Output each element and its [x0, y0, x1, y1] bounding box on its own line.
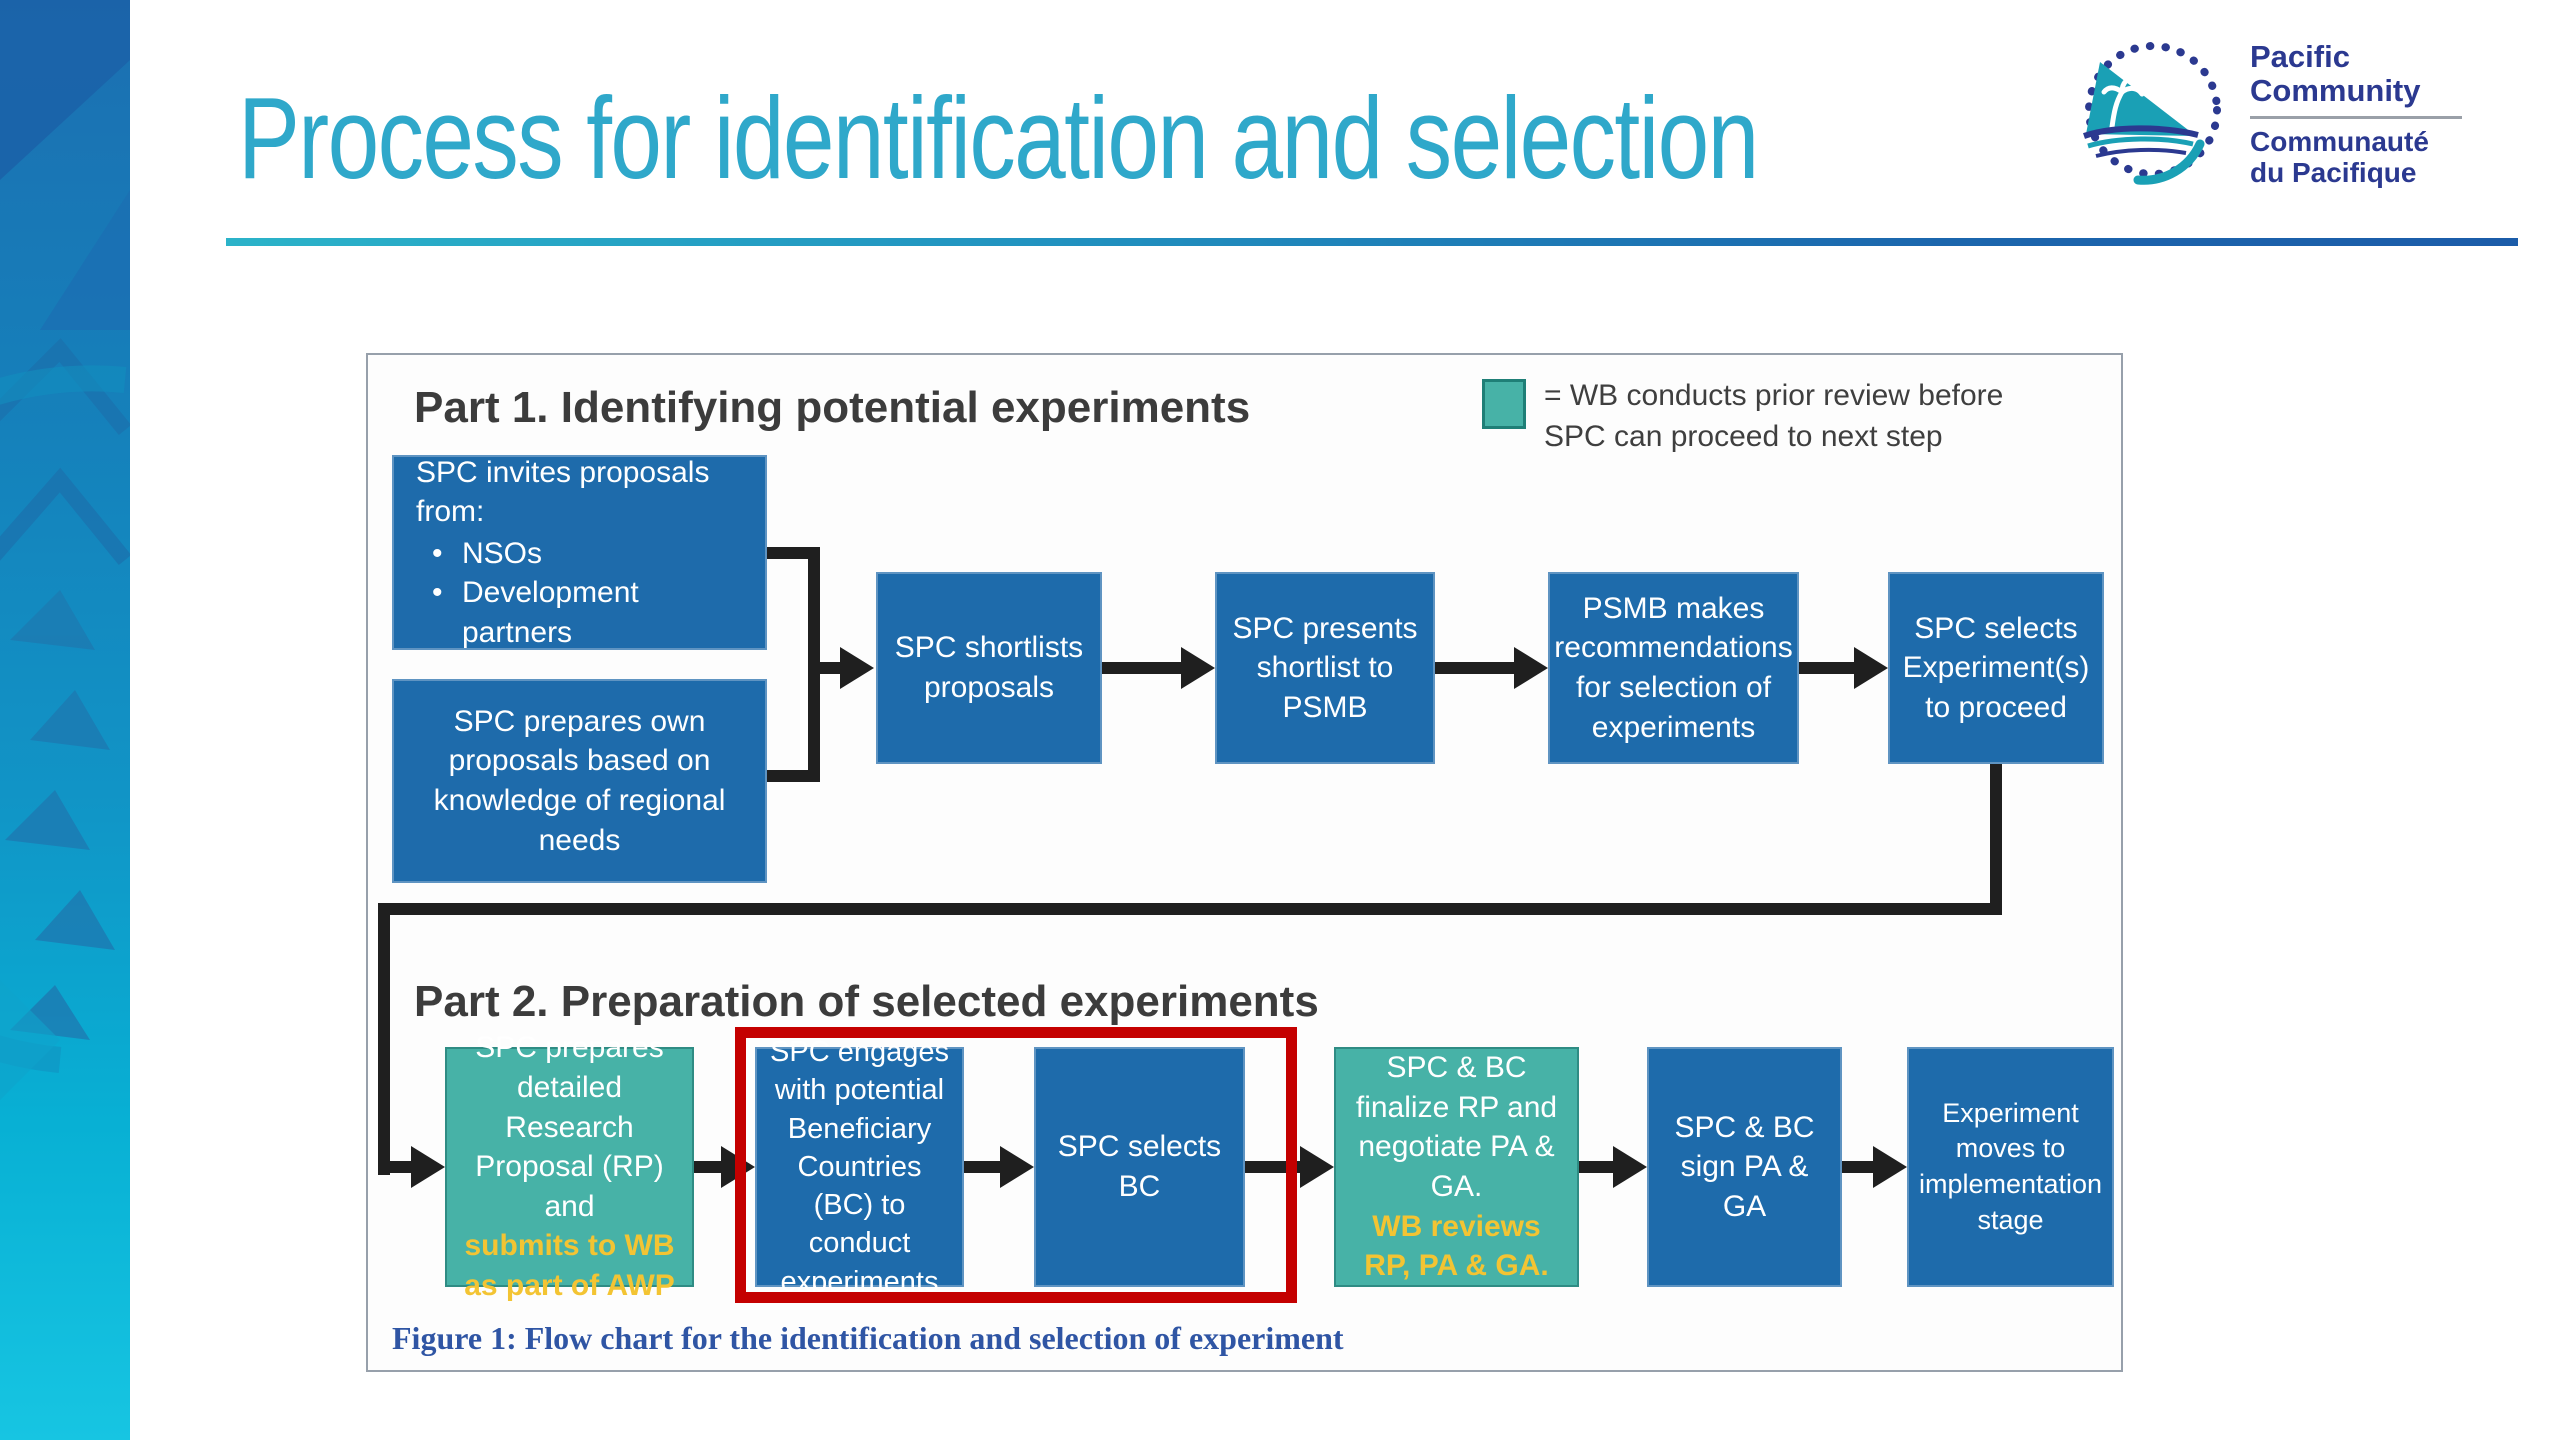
arrow-elbow-to-rp-head: [411, 1146, 445, 1188]
box-finalize-rp-text: SPC & BC finalize RP and negotiate PA & …: [1355, 1051, 1558, 1203]
box-spc-invites-intro: SPC invites proposals from:: [416, 455, 710, 529]
arrow-shortlists-to-presents-shaft: [1102, 662, 1181, 674]
arrow-presents-to-psmb-shaft: [1435, 662, 1514, 674]
box-spc-presents-shortlist: SPC presents shortlist to PSMB: [1215, 572, 1435, 764]
pacific-community-logo-icon: [2083, 42, 2221, 185]
arrow-sign-to-implementation-head: [1873, 1146, 1907, 1188]
connector-elbow-down: [1990, 764, 2002, 915]
logo-text-communaute: Communauté: [2250, 126, 2429, 157]
part1-heading: Part 1. Identifying potential experiment…: [414, 383, 1251, 432]
logo-wordmark: Pacific Community Communauté du Pacifiqu…: [2250, 40, 2462, 188]
logo-text-du-pacifique: du Pacifique: [2250, 157, 2417, 188]
arrow-shortlists-to-presents-head: [1181, 647, 1215, 689]
arrow-finalize-to-sign-head: [1613, 1146, 1647, 1188]
part2-heading: Part 2. Preparation of selected experime…: [414, 977, 1319, 1026]
arrow-engages-to-selectsbc-head: [1000, 1146, 1034, 1188]
logo-text-community: Community: [2250, 73, 2421, 108]
arrow-merge-to-shortlists-shaft: [808, 662, 844, 674]
arrow-psmb-to-selects-head: [1854, 647, 1888, 689]
bullet-nsos: NSOs: [432, 534, 755, 574]
logo-divider: [2250, 116, 2462, 119]
arrow-merge-to-shortlists-head: [840, 647, 874, 689]
legend-text: = WB conducts prior review before SPC ca…: [1544, 375, 2004, 457]
connector-own-proposals-stub: [767, 770, 820, 782]
legend-line1: = WB conducts prior review before: [1544, 379, 2004, 412]
red-highlight-rectangle: [735, 1027, 1297, 1303]
connector-invites-stub: [767, 547, 820, 559]
arrow-selectsbc-to-finalize-head: [1300, 1146, 1334, 1188]
box-experiment-implementation: Experiment moves to implementation stage: [1907, 1047, 2114, 1287]
bullet-development-partners: Development partners: [432, 573, 755, 652]
page-title: Process for identification and selection: [238, 73, 1759, 203]
box-spc-prepares-rp-highlight: submits to WB as part of AWP: [464, 1229, 675, 1302]
arrow-presents-to-psmb-head: [1514, 647, 1548, 689]
pacific-community-logo: Pacific Community Communauté du Pacifiqu…: [2078, 32, 2538, 202]
connector-elbow-across: [378, 903, 2002, 915]
flowchart-frame: Part 1. Identifying potential experiment…: [366, 353, 2123, 1372]
legend-line2: SPC can proceed to next step: [1544, 420, 1943, 453]
arrow-engages-to-selectsbc-shaft: [964, 1161, 1004, 1173]
arrow-rp-to-engages-shaft: [694, 1161, 724, 1173]
arrow-psmb-to-selects-shaft: [1799, 662, 1854, 674]
box-spc-prepares-own-proposals: SPC prepares own proposals based on know…: [392, 679, 767, 883]
logo-text-pacific: Pacific: [2250, 39, 2350, 74]
box-sign-pa-ga: SPC & BC sign PA & GA: [1647, 1047, 1842, 1287]
box-spc-invites-proposals: SPC invites proposals from: NSOs Develop…: [392, 455, 767, 650]
box-finalize-rp: SPC & BC finalize RP and negotiate PA & …: [1334, 1047, 1579, 1287]
arrow-elbow-to-rp-shaft: [378, 1161, 414, 1173]
box-spc-prepares-rp: SPC prepares detailed Research Proposal …: [445, 1031, 694, 1302]
arrow-sign-to-implementation-shaft: [1842, 1161, 1876, 1173]
legend-teal-swatch: [1482, 379, 1526, 429]
box-spc-shortlists-proposals: SPC shortlists proposals: [876, 572, 1102, 764]
box-spc-selects-experiment: SPC selects Experiment(s) to proceed: [1888, 572, 2104, 764]
box-psmb-recommendations: PSMB makes recommendations for selection…: [1548, 572, 1799, 764]
arrow-finalize-to-sign-shaft: [1579, 1161, 1616, 1173]
title-underline-rule: [226, 238, 2518, 246]
connector-elbow-left-down: [378, 903, 390, 1175]
box-spc-invites-bullet-list: NSOs Development partners: [416, 534, 755, 653]
box-spc-selects-bc: SPC selects BC: [1034, 1047, 1245, 1287]
box-spc-prepares-rp-text: SPC prepares detailed Research Proposal …: [475, 1031, 664, 1223]
tapa-pattern-graphic: [0, 0, 130, 1100]
box-finalize-rp-highlight: WB reviews RP, PA & GA.: [1364, 1209, 1549, 1283]
left-decorative-strip: [0, 0, 130, 1440]
figure-caption: Figure 1: Flow chart for the identificat…: [392, 1320, 1344, 1356]
